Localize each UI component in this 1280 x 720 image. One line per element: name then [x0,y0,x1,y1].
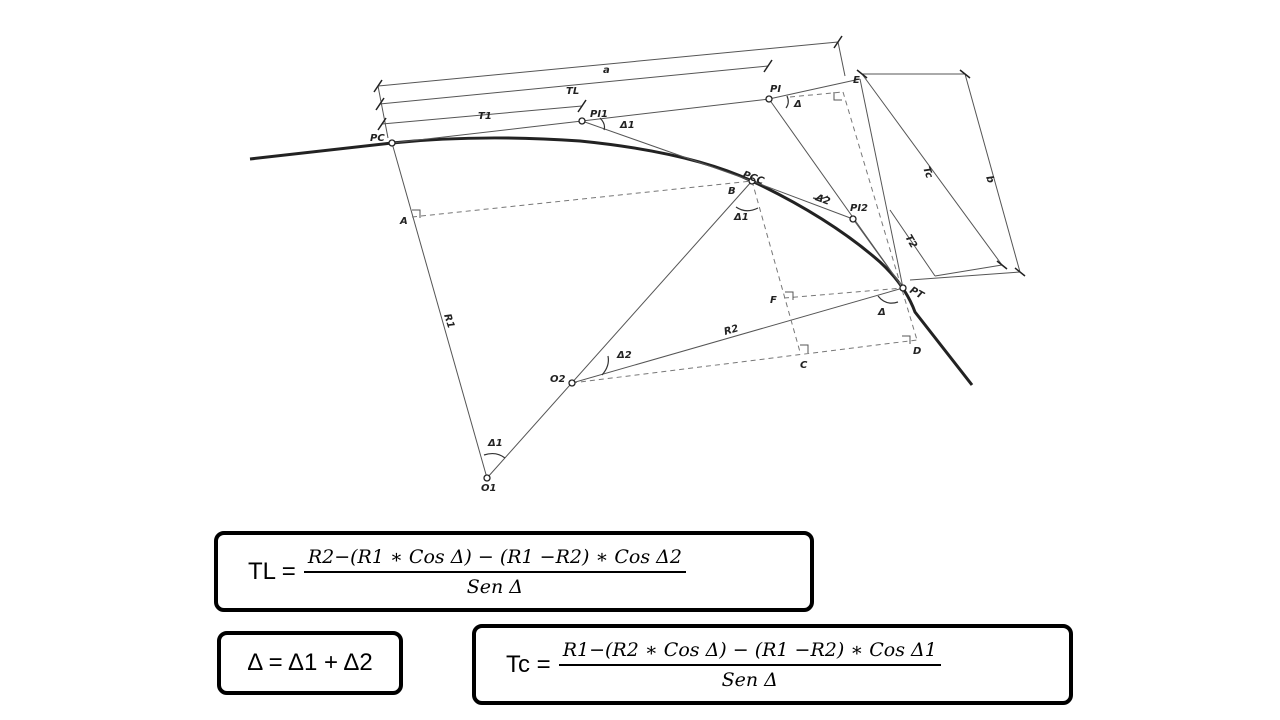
tl-formula-box: TL = R2−(R1 ∗ Cos Δ) − (R1 −R2) ∗ Cos Δ2… [214,531,814,612]
angle-arcs [483,95,899,459]
label-tl: TL [566,86,579,97]
label-b-dim: b [983,174,996,185]
label-delta1-o1: Δ1 [487,438,503,449]
point-pi2 [849,215,857,223]
label-pi2: PI2 [850,203,868,214]
tc-formula-lhs: Tc = [506,650,551,678]
compound-curve [249,136,974,386]
label-o2: O2 [550,374,566,385]
label-pc: PC [370,133,385,144]
label-tc: Tc [920,165,934,180]
label-delta-pt: Δ [877,307,886,318]
label-a: a [603,65,610,76]
label-delta1-b: Δ1 [733,212,749,223]
tc-formula-fraction: R1−(R2 ∗ Cos Δ) − (R1 −R2) ∗ Cos Δ1 Sen … [558,639,941,691]
point-pt [899,284,907,292]
delta-sum-box: Δ = Δ1 + Δ2 [217,631,403,695]
label-t1: T1 [478,111,492,122]
label-delta-pi: Δ [793,99,802,110]
radius-lines [391,142,904,479]
points [388,95,907,482]
label-delta2-pcc: Δ2 [813,192,832,208]
label-b: B [728,186,736,197]
point-o1 [483,474,491,482]
tl-formula-fraction: R2−(R1 ∗ Cos Δ) − (R1 −R2) ∗ Cos Δ2 Sen … [303,546,686,598]
tc-formula-numerator: R1−(R2 ∗ Cos Δ) − (R1 −R2) ∗ Cos Δ1 [558,639,941,666]
label-c: C [800,360,808,371]
point-pc [388,139,396,147]
point-pi [765,95,773,103]
label-pi: PI [770,84,781,95]
dimension-lines [377,41,1021,281]
label-f: F [770,295,777,306]
point-pi1 [578,117,586,125]
tc-formula-box: Tc = R1−(R2 ∗ Cos Δ) − (R1 −R2) ∗ Cos Δ1… [472,624,1073,705]
construction-lines [411,91,918,384]
delta-sum-formula: Δ = Δ1 + Δ2 [247,649,373,676]
tl-formula-lhs: TL = [248,557,296,585]
tl-formula-numerator: R2−(R1 ∗ Cos Δ) − (R1 −R2) ∗ Cos Δ2 [303,546,686,573]
label-r1: R1 [441,313,456,330]
tl-formula-denominator: Sen Δ [466,575,524,598]
label-r2: R2 [723,323,740,338]
label-o1: O1 [481,483,496,494]
dimension-ticks [373,35,1026,277]
point-pcc [748,177,756,185]
tangent-lines [391,78,904,289]
label-delta1-pi1: Δ1 [619,120,635,131]
label-d: D [913,346,921,357]
right-angle-markers [412,92,911,353]
label-delta2-o2: Δ2 [616,350,632,361]
tc-formula-denominator: Sen Δ [721,668,778,691]
label-e: E [853,75,860,86]
label-a-point: A [399,216,408,227]
label-pi1: PI1 [590,109,608,120]
point-o2 [568,379,576,387]
